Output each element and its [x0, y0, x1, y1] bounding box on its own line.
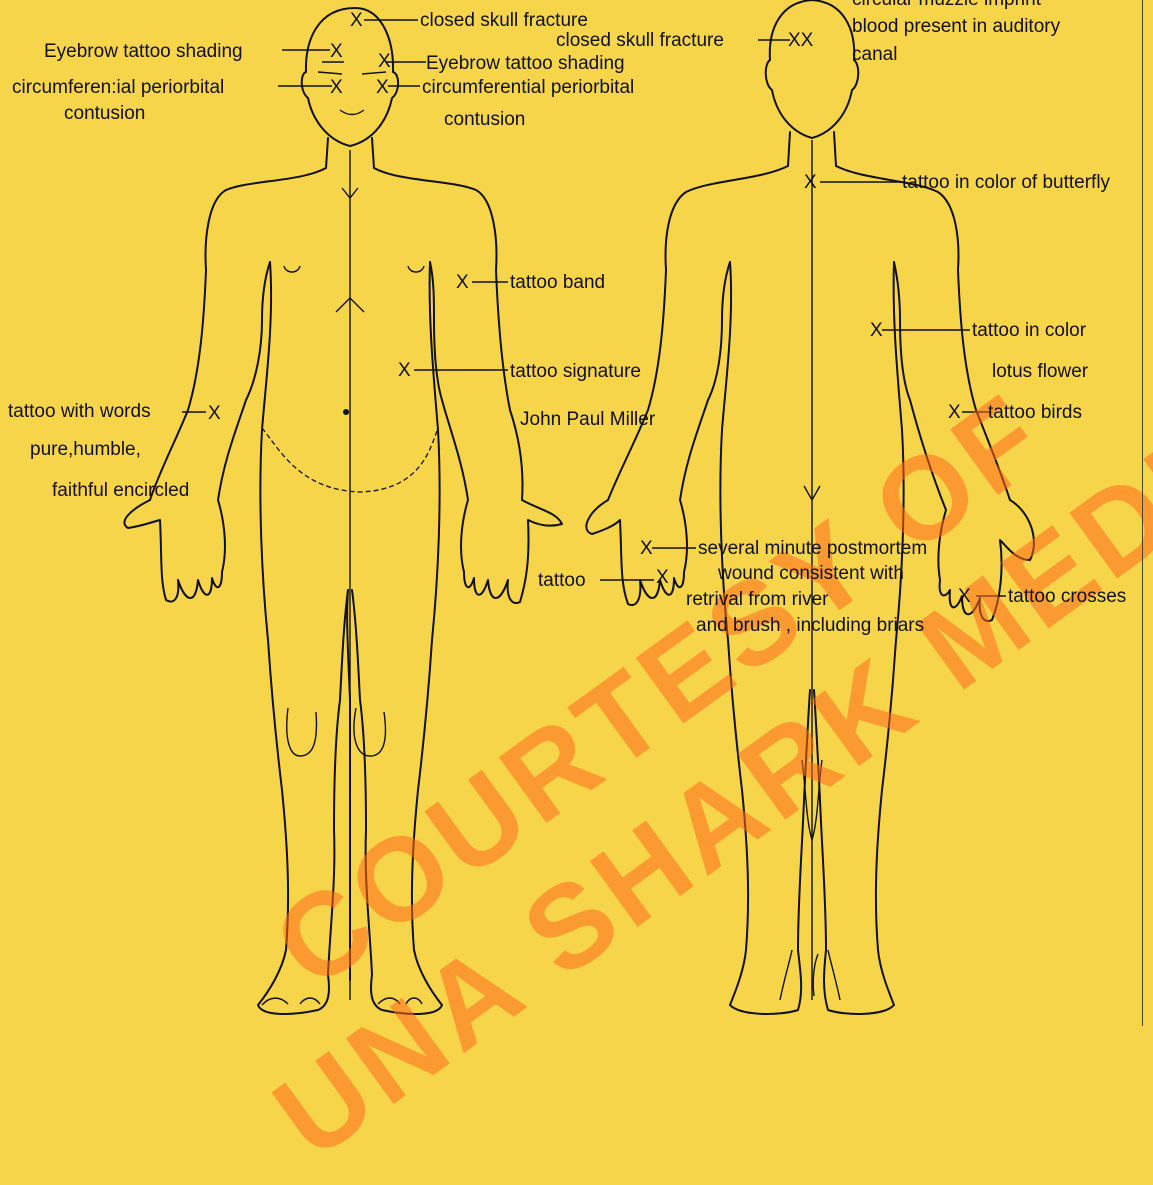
label-front-band: tattoo band: [510, 273, 605, 292]
label-front-eyebrow-left: Eyebrow tattoo shading: [44, 42, 243, 61]
label-back-muzzle: circular muzzle imprint: [852, 0, 1041, 9]
mark-back-skull: XX: [788, 31, 813, 50]
label-front-signature: tattoo signature: [510, 362, 641, 381]
mark-front-hand: X: [656, 568, 669, 587]
label-back-blood: blood present in auditory: [852, 17, 1060, 36]
mark-front-eyebrow-left: X: [330, 42, 343, 61]
label-back-lotus: tattoo in color: [972, 321, 1086, 340]
label-back-crosses: tattoo crosses: [1008, 587, 1126, 606]
label-front-periorbital-left-2: contusion: [64, 104, 145, 123]
label-front-periorbital-right: circumferential periorbital: [422, 78, 634, 97]
label-back-butterfly: tattoo in color of butterfly: [902, 173, 1110, 192]
label-back-birds: tattoo birds: [988, 403, 1082, 422]
label-back-lotus-2: lotus flower: [992, 362, 1088, 381]
label-front-words-3: faithful encircled: [52, 481, 189, 500]
label-front-signature-2: John Paul Miller: [520, 410, 655, 429]
label-back-wound-3: retrival from river: [686, 590, 829, 609]
label-back-blood-2: canal: [852, 45, 897, 64]
mark-front-periorbital-left: X: [330, 78, 343, 97]
mark-front-words: X: [208, 404, 221, 423]
mark-front-signature: X: [398, 361, 411, 380]
label-front-words-2: pure,humble,: [30, 440, 141, 459]
page-edge: [1142, 0, 1143, 1026]
label-front-words: tattoo with words: [8, 402, 151, 421]
label-front-periorbital-right-2: contusion: [444, 110, 525, 129]
mark-back-butterfly: X: [804, 173, 817, 192]
label-front-periorbital-left: circumferen:ial periorbital: [12, 78, 224, 97]
mark-back-crosses: X: [958, 587, 971, 606]
mark-back-lotus: X: [870, 321, 883, 340]
label-back-wound: several minute postmortem: [698, 539, 927, 558]
label-front-hand-tattoo: tattoo: [538, 571, 586, 590]
label-back-wound-2: wound consistent with: [718, 564, 904, 583]
label-front-skull: closed skull fracture: [420, 11, 588, 30]
mark-front-eyebrow-right: X: [378, 52, 391, 71]
mark-front-skull: X: [350, 11, 363, 30]
mark-front-periorbital-right: X: [376, 78, 389, 97]
mark-back-wound: X: [640, 539, 653, 558]
mark-back-birds: X: [948, 403, 961, 422]
mark-front-band: X: [456, 273, 469, 292]
label-back-wound-4: and brush , including briars: [696, 616, 924, 635]
label-back-skull: closed skull fracture: [556, 31, 724, 50]
label-front-eyebrow-right: Eyebrow tattoo shading: [426, 54, 625, 73]
